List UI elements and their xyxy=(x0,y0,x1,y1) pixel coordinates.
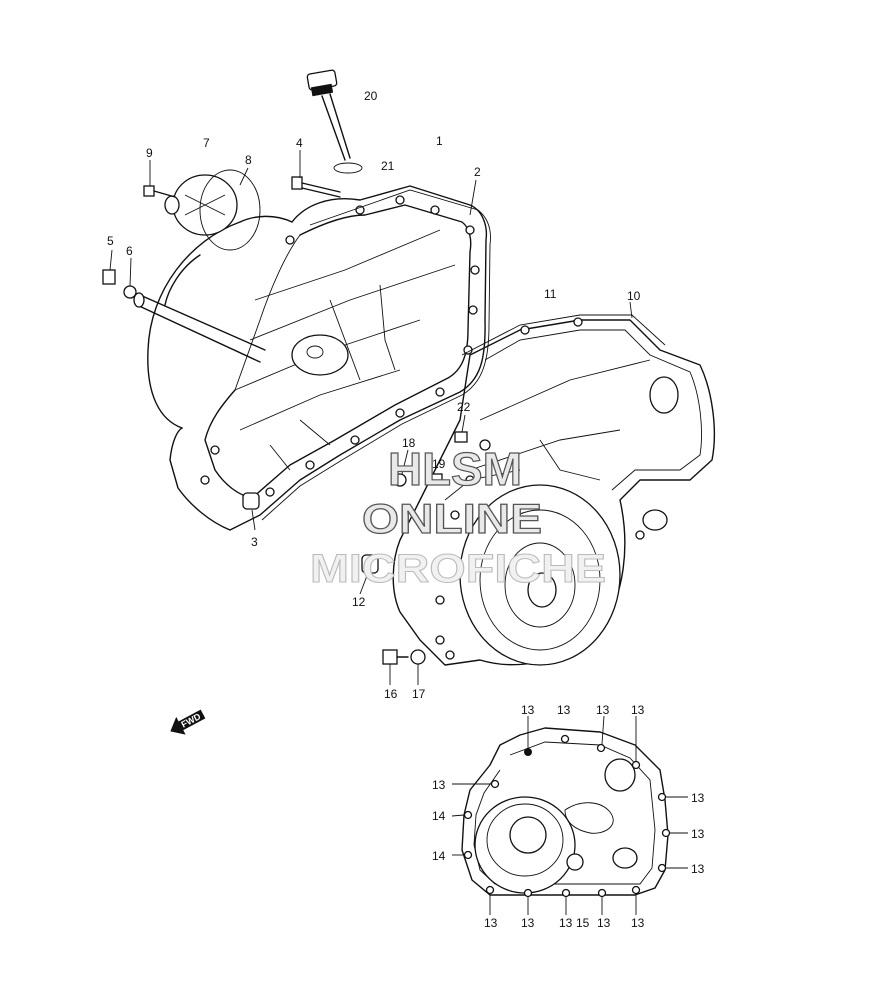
label-part-13: 13 xyxy=(484,916,498,930)
label-part-14: 14 xyxy=(432,809,446,823)
label-part-13: 13 xyxy=(596,703,610,717)
label-part-7: 7 xyxy=(203,136,210,150)
label-part-10: 10 xyxy=(627,289,641,303)
label-part-19: 19 xyxy=(432,457,446,471)
label-part-15: 15 xyxy=(576,916,590,930)
gasket-2 xyxy=(261,189,491,521)
label-part-16: 16 xyxy=(384,687,398,701)
plug-16 xyxy=(382,649,409,665)
label-part-13: 13 xyxy=(691,862,705,876)
label-part-20: 20 xyxy=(364,89,378,103)
label-part-22: 22 xyxy=(457,400,471,414)
part-labels: 20 1 21 7 9 8 4 2 5 6 11 10 22 18 19 3 1… xyxy=(107,89,705,930)
label-part-13: 13 xyxy=(631,703,645,717)
label-part-9: 9 xyxy=(146,146,153,160)
label-part-13: 13 xyxy=(597,916,611,930)
label-part-12: 12 xyxy=(352,595,366,609)
label-part-4: 4 xyxy=(296,136,303,150)
fitting-19 xyxy=(429,473,443,485)
label-part-21: 21 xyxy=(381,159,395,173)
label-part-18: 18 xyxy=(402,436,416,450)
label-part-2: 2 xyxy=(474,165,481,179)
label-part-13: 13 xyxy=(691,827,705,841)
fitting-18 xyxy=(393,473,407,487)
shaft xyxy=(133,292,266,363)
watermark-line-3: MICROFICHE xyxy=(310,547,606,591)
crankcase-cover-left xyxy=(147,185,488,531)
label-part-13: 13 xyxy=(631,916,645,930)
label-part-17: 17 xyxy=(412,687,426,701)
label-part-13: 13 xyxy=(432,778,446,792)
cover-detail xyxy=(461,727,671,898)
dowel-12 xyxy=(361,554,379,574)
label-part-13: 13 xyxy=(691,791,705,805)
forward-arrow-icon: FWD xyxy=(170,709,206,735)
crankcase-cover-right xyxy=(392,317,716,666)
label-part-13: 13 xyxy=(559,916,573,930)
label-part-13: 13 xyxy=(557,703,571,717)
label-part-14: 14 xyxy=(432,849,446,863)
label-part-11: 11 xyxy=(544,287,557,301)
leader-lines xyxy=(109,150,688,915)
fitting-22 xyxy=(454,431,468,443)
label-part-6: 6 xyxy=(126,244,133,258)
label-part-3: 3 xyxy=(251,535,258,549)
label-part-1: 1 xyxy=(436,134,443,148)
cover-cap xyxy=(164,169,261,251)
gasket-10 xyxy=(461,314,666,356)
washer-17 xyxy=(410,649,426,665)
o-ring-21 xyxy=(333,162,363,174)
bolt-9 xyxy=(143,185,176,198)
washer-6 xyxy=(123,285,137,299)
label-part-13: 13 xyxy=(521,916,535,930)
bolt-4 xyxy=(291,176,341,198)
label-part-5: 5 xyxy=(107,234,114,248)
oil-dipstick xyxy=(306,69,351,161)
bolt-5 xyxy=(102,269,116,285)
watermark: HLSM ONLINE MICROFICHE xyxy=(310,442,607,591)
dowel-3 xyxy=(242,492,260,510)
label-part-8: 8 xyxy=(245,153,252,167)
watermark-line-2: ONLINE xyxy=(362,495,542,542)
label-part-13: 13 xyxy=(521,703,535,717)
watermark-line-1: HLSM xyxy=(388,443,522,495)
